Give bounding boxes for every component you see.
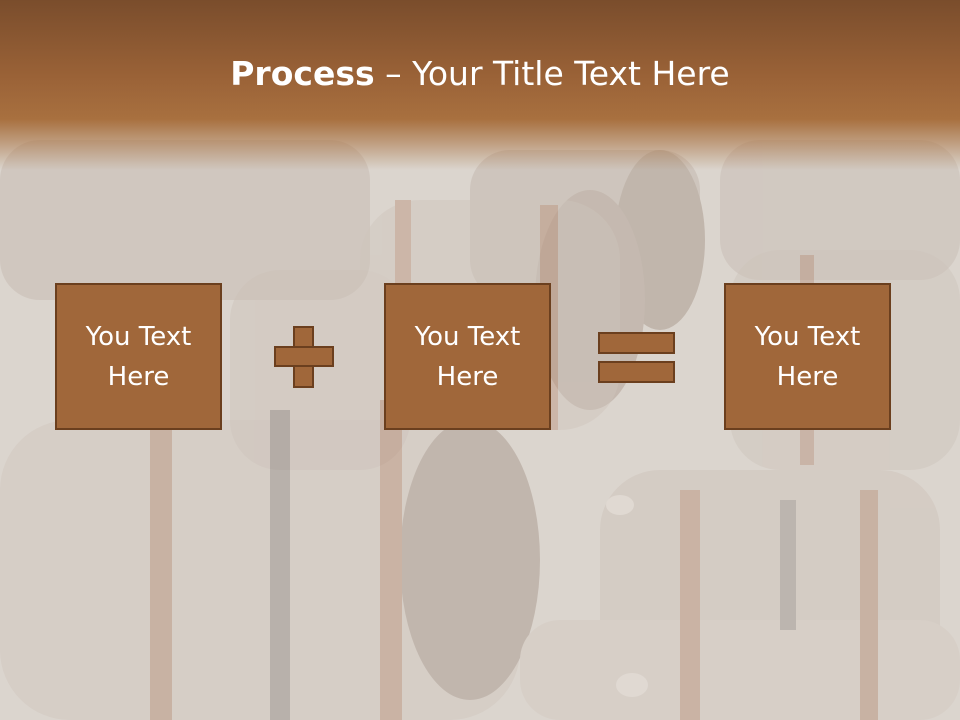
box-2-line-1: You Text	[414, 321, 521, 352]
box-2-line-2: Here	[436, 361, 499, 392]
header-band	[0, 0, 960, 170]
title-rest: – Your Title Text Here	[374, 54, 730, 93]
process-box-3: You Text Here	[724, 283, 891, 430]
slide-title: Process – Your Title Text Here	[0, 52, 960, 96]
process-box-1: You Text Here	[55, 283, 222, 430]
box-3-line-1: You Text	[754, 321, 861, 352]
box-1-line-1: You Text	[85, 321, 192, 352]
box-3-line-2: Here	[776, 361, 839, 392]
box-1-line-2: Here	[107, 361, 170, 392]
process-box-2: You Text Here	[384, 283, 551, 430]
title-bold: Process	[230, 54, 375, 93]
